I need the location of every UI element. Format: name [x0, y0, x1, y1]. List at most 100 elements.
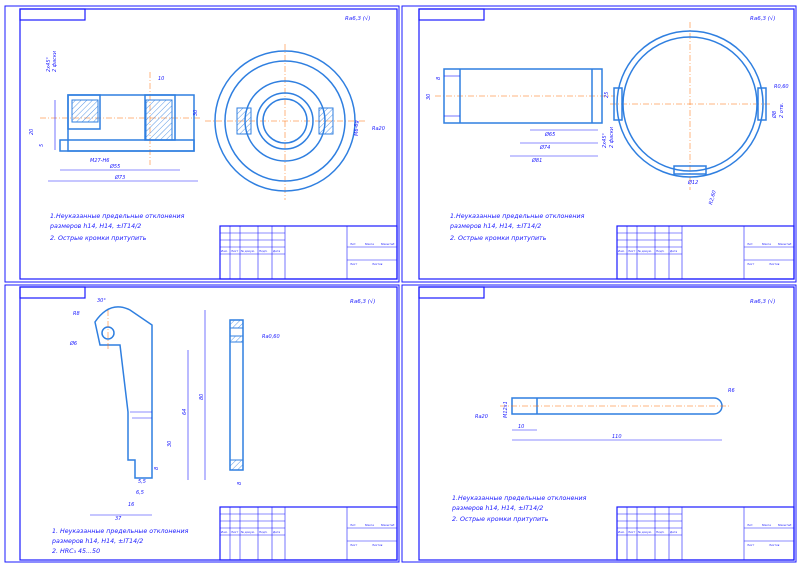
svg-text:Листов: Листов — [768, 262, 780, 266]
sheet-3-dim-30: 30 — [167, 441, 173, 447]
sheet-3-corner-stamp — [19, 286, 86, 299]
sheet-3-note-3: 2. HRC₃ 45...50 — [52, 548, 100, 555]
sheet-4-dim-10: 10 — [518, 424, 524, 430]
sheet-1-dim-ra: Ra20 — [372, 126, 385, 132]
sheet-4-title-block: Изм. Лист № докум. Подп. Дата Лит. Масса… — [616, 506, 795, 561]
sheet-3-title-block: Изм. Лист № докум. Подп. Дата Лит. Масса… — [219, 506, 398, 561]
svg-text:Масса: Масса — [365, 523, 374, 527]
svg-text:Изм.: Изм. — [618, 249, 625, 253]
svg-text:Лист: Лист — [746, 543, 754, 547]
sheet-4-note-2: размеров h14, H14, ±IT14/2 — [451, 505, 543, 512]
sheet-4-note-3: 2. Острые кромки притупить — [452, 516, 549, 523]
sheet-1-dim-55: Ø55 — [109, 163, 120, 170]
svg-text:Лист: Лист — [627, 530, 635, 534]
svg-text:Подп.: Подп. — [259, 249, 268, 253]
sheet-2-end-view — [610, 22, 770, 190]
sheet-2-note-3: 2. Острые кромки притупить — [450, 235, 547, 242]
svg-text:Листов: Листов — [371, 543, 383, 547]
svg-text:Масштаб: Масштаб — [778, 523, 792, 527]
sheet-3-dim-a30: 30° — [97, 298, 106, 304]
sheet-2-corner-stamp — [418, 8, 485, 21]
sheet-3-note-2: размеров h14, H14, ±IT14/2 — [51, 538, 143, 545]
svg-text:Подп.: Подп. — [656, 249, 665, 253]
sheet-1-dim-73: Ø73 — [114, 174, 125, 181]
sheet-1-title-block: Изм. Лист № докум. Подп. Дата Лит. Масса… — [219, 225, 398, 280]
sheet-4-pin-view — [500, 397, 730, 415]
svg-text:Дата: Дата — [669, 249, 678, 253]
sheet-3-dim-ra: Ra0,60 — [262, 334, 280, 340]
sheet-3-dim-64: 64 — [182, 409, 188, 415]
sheet-1-section-view — [40, 72, 200, 165]
sheet-1: Ra6,3 (√) 2x45° 2 фаски 10 20 5 30 M27-H… — [4, 5, 400, 283]
sheet-2-dim-12: Ø12 — [687, 179, 698, 186]
sheet-4-dim-ra: Ra20 — [475, 414, 488, 420]
sheet-3-roughness: Ra6,3 (√) — [350, 298, 375, 305]
svg-text:№ докум.: № докум. — [637, 249, 652, 253]
sheet-2-roughness: Ra6,3 (√) — [750, 15, 775, 22]
sheet-1-dim-chamfer2: 2 фаски — [52, 50, 58, 72]
svg-text:Изм.: Изм. — [618, 530, 625, 534]
sheet-4: Ra6,3 (√) R6 M12x1 Ra20 10 110 1.Неуказа… — [401, 284, 797, 563]
sheet-4-corner-stamp — [418, 286, 485, 299]
sheet-1-dim-m27: M27-H6 — [90, 158, 109, 164]
sheet-1-note-3: 2. Острые кромки притупить — [50, 235, 147, 242]
sheet-3-dim-55: 5,5 — [138, 479, 146, 485]
sheet-2-dim-r60: R0,60 — [774, 84, 789, 90]
sheet-1-note-1: 1.Неуказанные предельные отклонения — [50, 213, 185, 220]
svg-text:№ докум.: № докум. — [240, 530, 255, 534]
sheet-3-dim-8b: 8 — [237, 482, 243, 485]
sheet-1-end-view — [205, 44, 365, 200]
sheet-1-roughness: Ra6,3 (√) — [345, 15, 370, 22]
svg-text:Лит.: Лит. — [746, 242, 754, 246]
svg-text:Дата: Дата — [272, 249, 281, 253]
sheet-2-note-1: 1.Неуказанные предельные отклонения — [450, 213, 585, 220]
sheet-4-dim-r6: R6 — [728, 388, 735, 394]
svg-text:Лист: Лист — [349, 543, 357, 547]
sheet-2-dim-81: Ø81 — [531, 157, 542, 164]
sheet-2-dim-74: Ø74 — [539, 144, 550, 151]
sheet-4-dim-110: 110 — [612, 434, 622, 440]
sheet-1-dim-10: 10 — [158, 76, 164, 82]
sheet-1-corner-stamp — [19, 8, 86, 21]
sheet-1-dim-chamfer: 2x45° — [46, 56, 52, 72]
sheet-1-dim-20: 20 — [29, 129, 35, 135]
svg-text:Масштаб: Масштаб — [381, 242, 395, 246]
svg-text:Масштаб: Масштаб — [778, 242, 792, 246]
svg-text:Лист: Лист — [349, 262, 357, 266]
sheet-2-note-2: размеров h14, H14, ±IT14/2 — [449, 223, 541, 230]
svg-text:Подп.: Подп. — [656, 530, 665, 534]
svg-text:Масса: Масса — [365, 242, 374, 246]
sheet-2-dim-25: 25 — [604, 92, 610, 98]
svg-text:№ докум.: № докум. — [240, 249, 255, 253]
svg-text:Листов: Листов — [371, 262, 383, 266]
svg-text:Лит.: Лит. — [349, 242, 357, 246]
svg-text:Лист: Лист — [746, 262, 754, 266]
sheet-1-dim-m6: M6-6g — [354, 120, 360, 136]
sheet-4-dim-m12: M12x1 — [503, 401, 509, 418]
sheet-3-dim-65: 6,5 — [136, 490, 144, 496]
sheet-3-lever-view — [94, 306, 153, 479]
sheet-1-dim-30: 30 — [193, 110, 199, 116]
svg-text:Лит.: Лит. — [349, 523, 357, 527]
svg-text:Масса: Масса — [762, 523, 771, 527]
sheet-3-dim-16: 16 — [128, 502, 134, 508]
sheet-3-side-view — [229, 319, 244, 471]
sheet-4-roughness: Ra6,3 (√) — [750, 298, 775, 305]
sheet-2-dim-otv: 2 отв. — [779, 103, 785, 118]
sheet-3-dim-80: 80 — [199, 394, 205, 400]
sheet-2-dim-8: 8 — [436, 77, 442, 80]
svg-text:Листов: Листов — [768, 543, 780, 547]
sheet-3-dim-d6: Ø6 — [69, 340, 77, 347]
svg-text:Лист: Лист — [230, 530, 238, 534]
sheet-1-note-2: размеров h14, H14, ±IT14/2 — [49, 223, 141, 230]
sheet-3-dim-8: 8 — [154, 467, 160, 470]
sheet-2-dim-r60b: R2,60 — [708, 190, 718, 206]
sheet-2-title-block: Изм. Лист № докум. Подп. Дата Лит. Масса… — [616, 225, 795, 280]
svg-text:Лист: Лист — [230, 249, 238, 253]
sheet-2-dim-30: 30 — [426, 94, 432, 100]
sheet-2-dim-chamfer2: 2 фаски — [609, 126, 615, 148]
svg-text:Лит.: Лит. — [746, 523, 754, 527]
sheet-2-dim-8b: Ø8 — [771, 111, 778, 119]
sheet-1-dim-5: 5 — [39, 144, 45, 147]
